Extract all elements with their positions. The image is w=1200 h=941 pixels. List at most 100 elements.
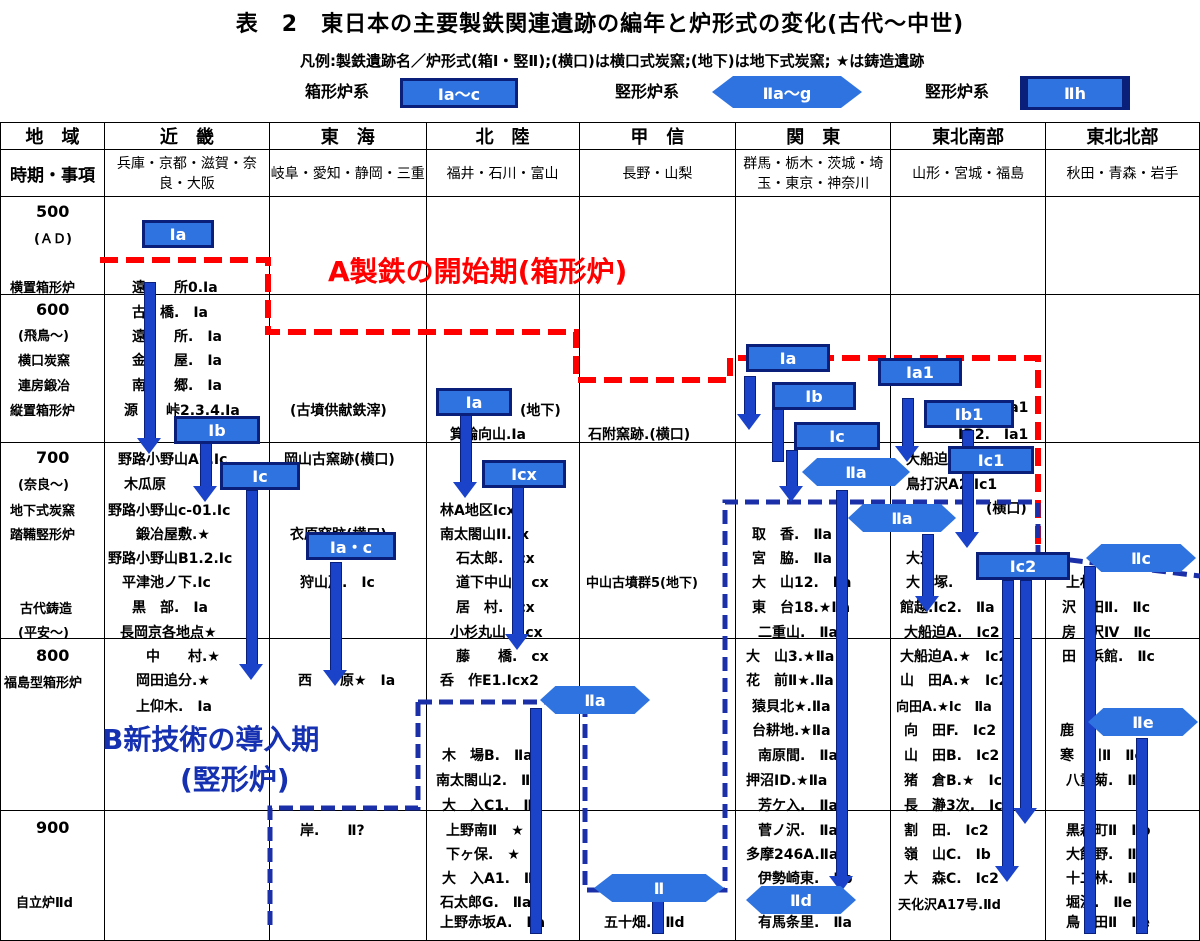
site-tokai: 岸. Ⅱ?	[300, 823, 365, 839]
event-chika: 地下式炭窯	[10, 504, 76, 519]
event-jiritsu: 自立炉Ⅱd	[16, 896, 73, 911]
site-tokai: (古墳供献鉄滓)	[290, 403, 387, 419]
phase-b-boundary-2	[418, 499, 1200, 893]
site-kanto: 取 香. Ⅱa	[752, 527, 832, 543]
site-kinki: 野路小野山B1.2.Ⅰc	[108, 551, 233, 567]
arrow-head	[505, 634, 529, 650]
site-hokuriku: 大 入C1. Ⅱa	[442, 798, 543, 814]
arrow-head	[193, 486, 217, 502]
site-kanto: 菅ノ沢. Ⅱa	[758, 823, 838, 839]
period-nara: (奈良～)	[18, 478, 69, 493]
site-kinki: 野路小野山c-01.Ⅰc	[108, 503, 231, 519]
period-800: 800	[36, 646, 70, 665]
site-kinki: 黒 部. Ⅰa	[132, 600, 208, 616]
tag-ia1: Ⅰa1	[878, 358, 962, 386]
arrow-shaft	[330, 562, 342, 674]
period-ad: (ＡＤ)	[34, 232, 72, 247]
site-tohoku-s: 向 田F. Ⅰc2	[904, 723, 997, 739]
site-kanto: 大 山3.★Ⅱa	[746, 649, 835, 665]
period-heian: (平安～)	[18, 626, 69, 641]
event-yoko-box: 横置箱形炉	[10, 281, 76, 296]
arrow-head	[895, 446, 919, 462]
col-tohoku-north: 東北北部	[1045, 122, 1200, 150]
site-hokuriku: 藤 橋. cx	[456, 649, 549, 665]
sub-period: 時期・事項	[0, 149, 105, 197]
arrow-shaft	[512, 486, 524, 638]
tag-ib-kanto: Ⅰb	[772, 382, 856, 410]
tag-ia-kanto: Ⅰa	[746, 344, 830, 372]
site-hokuriku: 林A地区Ⅰcx	[440, 503, 516, 519]
site-hokuriku: 呑 作E1.Ⅰcx2	[440, 673, 539, 689]
site-tohoku-n: 堀沢. Ⅱe	[1066, 895, 1133, 911]
page-title: 表 2 東日本の主要製鉄関連遺跡の編年と炉形式の変化(古代～中世)	[235, 12, 965, 37]
site-kinki: 木瓜原	[124, 477, 166, 493]
phase-a-label: A製鉄の開始期(箱形炉)	[328, 255, 628, 288]
site-kanto: 有馬条里. Ⅱa	[758, 915, 852, 931]
legend-box-swatch: Ⅰa～c	[400, 78, 518, 108]
sub-tohoku-south: 山形・宮城・福島	[890, 149, 1047, 197]
site-kinki: 鍛冶屋敷.★	[136, 527, 210, 543]
site-kanto: 二重山. Ⅱa	[758, 625, 838, 641]
site-kanto: 宮 脇. Ⅱa	[752, 551, 832, 567]
site-tohoku-s: ⅠD2. Ⅰa1	[958, 427, 1029, 443]
tag-ib1: Ⅰb1	[924, 400, 1014, 428]
col-kinki: 近 畿	[103, 122, 270, 150]
arrow-shaft	[1084, 566, 1096, 934]
legend-bar-swatch: Ⅱh	[1020, 76, 1130, 110]
site-hokuriku: 南太閤山ⅠⅠ.cx	[440, 527, 530, 543]
site-hokuriku: 南太閤山2. Ⅱa	[436, 773, 540, 789]
sub-kinki: 兵庫・京都・滋賀・奈良・大阪	[103, 149, 270, 197]
site-hokuriku: 下ヶ保. ★	[446, 847, 520, 863]
site-kinki: 長岡京各地点★	[120, 625, 217, 641]
arrow-shaft	[1020, 580, 1032, 812]
site-kinki: 中 村.★	[146, 649, 220, 665]
site-tohoku-s: 大船迫A. Ⅰc2	[904, 625, 1000, 641]
site-koshin: 中山古墳群5(地下)	[586, 576, 698, 591]
period-600: 600	[36, 300, 70, 319]
arrow-head	[453, 482, 477, 498]
chronology-table: 地 域 近 畿 東 海 北 陸 甲 信 関 東 東北南部 東北北部 時期・事項 …	[0, 122, 1200, 941]
col-region: 地 域	[0, 122, 105, 150]
tag-iie: Ⅱe	[1088, 708, 1198, 736]
sub-tohoku-north: 秋田・青森・岩手	[1045, 149, 1200, 197]
site-hokuriku: 上野赤坂A. Ⅱa	[440, 915, 546, 931]
site-tohoku-s: 大 森C. Ⅰc2	[904, 871, 999, 887]
site-kanto: 猿貝北★.Ⅱa	[752, 699, 831, 715]
arrow-head	[779, 486, 803, 502]
site-kanto: 南原間. Ⅱa	[758, 748, 838, 764]
arrow-head	[737, 414, 761, 430]
legend-hex-label: 竪形炉系	[615, 82, 680, 101]
tag-ia: Ⅰa	[142, 220, 214, 248]
tag-iia: Ⅱa	[540, 686, 650, 714]
tag-iid: Ⅱd	[746, 886, 856, 914]
arrow-head	[955, 532, 979, 548]
phase-b-sublabel: (竪形炉)	[180, 763, 290, 796]
site-tohoku-s: 鳥打沢A2.Ⅰc1	[906, 477, 998, 493]
site-hokuriku: 大 入A1. Ⅱa	[442, 871, 543, 887]
arrow-head	[137, 438, 161, 454]
site-tohoku-s: 嶺 山C. Ⅰb	[904, 847, 991, 863]
period-500: 500	[36, 202, 70, 221]
site-kanto: 東 台18.★Ⅱa	[752, 600, 851, 616]
site-kanto: 押沼ⅠD.★Ⅱa	[746, 773, 828, 789]
arrow-head	[1013, 808, 1037, 824]
phase-b-label: B新技術の導入期	[102, 723, 320, 756]
site-tohoku-s: 山 田B. Ⅰc2	[904, 748, 1000, 764]
tag-ib: Ⅰb	[174, 416, 260, 444]
site-hokuriku: 木 場B. Ⅱa	[442, 748, 533, 764]
site-hokuriku: (地下)	[520, 403, 561, 419]
site-tohoku-s: 大船迫A.★ Ⅰc2	[900, 649, 1009, 665]
legend-text: 凡例:製鉄遺跡名／炉形式(箱Ⅰ・竪Ⅱ);(横口)は横口式炭窯;(地下)は地下式炭…	[300, 52, 925, 70]
site-kanto: 芳ケ入. Ⅱa	[758, 798, 838, 814]
tag-iac: Ⅰa・c	[306, 532, 396, 560]
site-tohoku-s: (横口)	[986, 501, 1027, 517]
site-tohoku-s: 長 瀞3次. Ⅰc2	[904, 798, 1013, 814]
site-kanto: 伊勢崎東. Ⅱb	[758, 871, 853, 887]
legend-box-label: 箱形炉系	[305, 82, 370, 101]
site-koshin: 五十畑. Ⅱd	[604, 915, 685, 931]
arrow-shaft	[652, 898, 664, 934]
tag-ia-hokuriku: Ⅰa	[436, 388, 512, 416]
site-tohoku-s: 山 田A.★ Ⅰc2	[900, 673, 1009, 689]
site-tohoku-s: 天化沢A17号.Ⅱd	[898, 898, 1001, 913]
